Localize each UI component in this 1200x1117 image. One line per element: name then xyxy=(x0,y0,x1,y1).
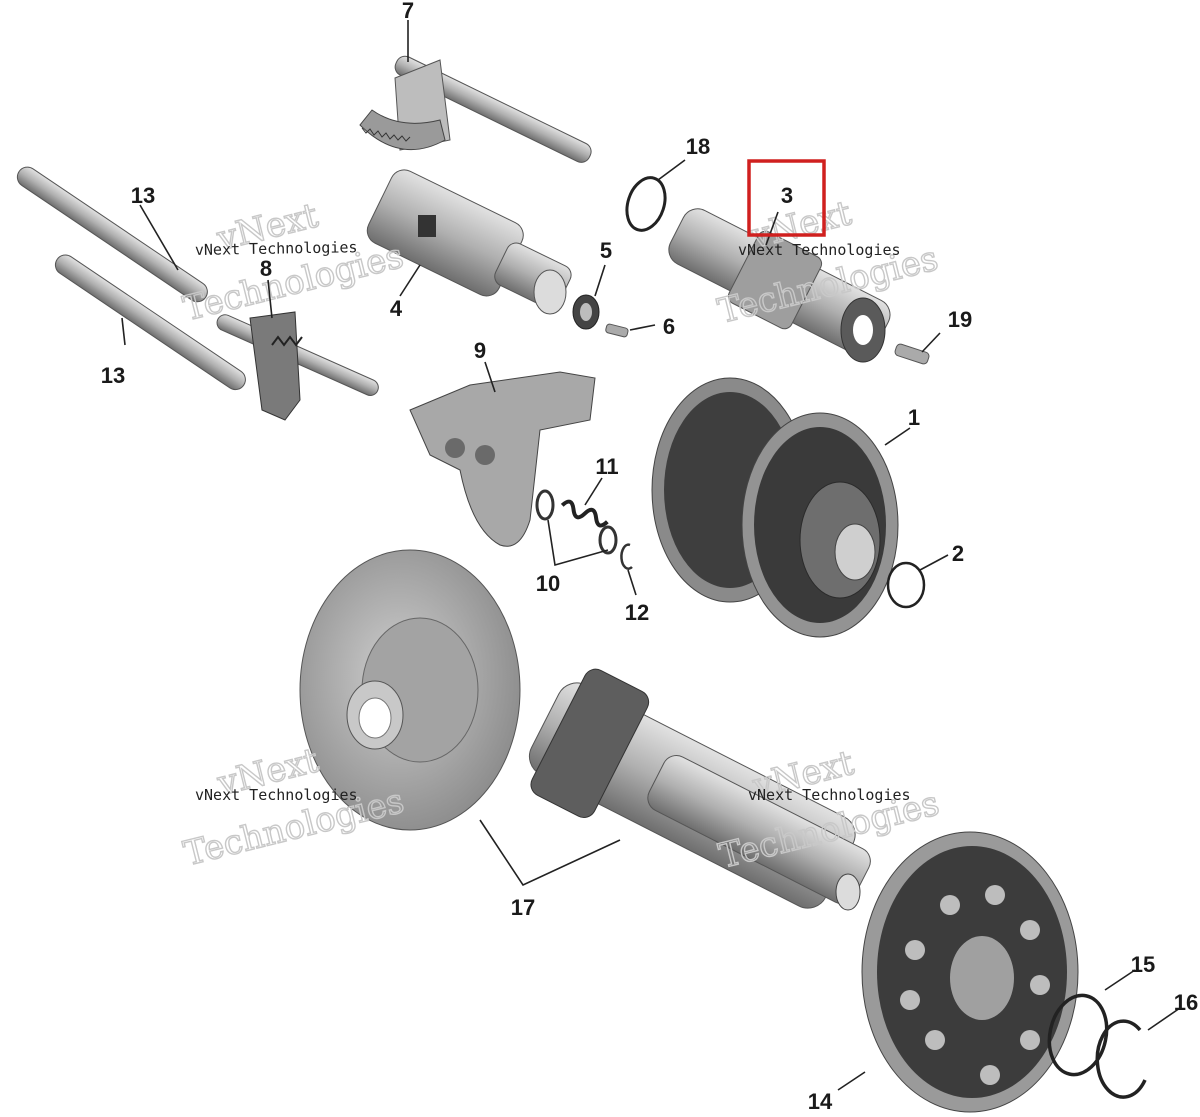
watermark-text-upper-right: vNext Technologies xyxy=(738,241,901,259)
callout-11: 11 xyxy=(595,454,618,479)
callout-19: 19 xyxy=(948,307,972,332)
shift-rail-part-13-lower xyxy=(54,254,246,391)
callout-4: 4 xyxy=(390,296,403,321)
callout-3: 3 xyxy=(781,183,793,208)
callout-5: 5 xyxy=(600,238,612,263)
shift-shaft-part-7 xyxy=(359,55,592,163)
washer-part-10-left xyxy=(535,489,555,521)
callout-17: 17 xyxy=(511,895,535,920)
screw-part-19 xyxy=(894,343,930,365)
callout-6: 6 xyxy=(663,314,675,339)
circlip-part-12 xyxy=(620,543,633,570)
callout-13-upper: 13 xyxy=(131,183,155,208)
callout-2: 2 xyxy=(952,541,964,566)
callout-7: 7 xyxy=(402,0,414,23)
shift-fork-rod-part-8 xyxy=(216,311,379,421)
callout-14: 14 xyxy=(808,1089,833,1114)
highlight-box-part-3 xyxy=(747,159,826,237)
callout-labels: 7 13 13 8 4 5 6 18 3 19 9 11 10 12 1 2 1… xyxy=(101,0,1198,1114)
bearing-part-5 xyxy=(572,294,600,330)
callout-1: 1 xyxy=(908,405,920,430)
o-ring-part-2 xyxy=(886,561,926,609)
screw-part-6 xyxy=(605,323,629,338)
callout-15: 15 xyxy=(1131,952,1155,977)
callout-12: 12 xyxy=(625,600,649,625)
countershaft-part-3 xyxy=(668,208,891,363)
watermark-text-upper-left: vNext Technologies xyxy=(195,238,358,259)
shift-fork-part-9 xyxy=(409,371,596,547)
o-ring-part-18 xyxy=(625,176,667,232)
shift-rail-part-13-upper xyxy=(16,166,208,303)
callout-9: 9 xyxy=(474,338,486,363)
callout-16: 16 xyxy=(1174,990,1198,1015)
callout-8: 8 xyxy=(260,256,272,281)
shift-drum-part-4 xyxy=(366,169,572,315)
callout-13-lower: 13 xyxy=(101,363,125,388)
spring-part-11 xyxy=(560,499,609,528)
output-shaft-gear-part-17 xyxy=(299,549,871,911)
leader-lines xyxy=(121,20,1181,1091)
washer-part-10-right xyxy=(598,525,618,555)
retaining-ring-part-15 xyxy=(1047,993,1109,1077)
circlip-part-16 xyxy=(1095,1019,1147,1099)
gear-cluster-part-1 xyxy=(651,377,899,638)
callout-10: 10 xyxy=(536,571,560,596)
callout-18: 18 xyxy=(686,134,710,159)
watermark-text-lower-right: vNext Technologies xyxy=(748,786,911,804)
spur-gear-part-14 xyxy=(861,831,1079,1113)
watermark-text-lower-left: vNext Technologies xyxy=(195,786,358,804)
